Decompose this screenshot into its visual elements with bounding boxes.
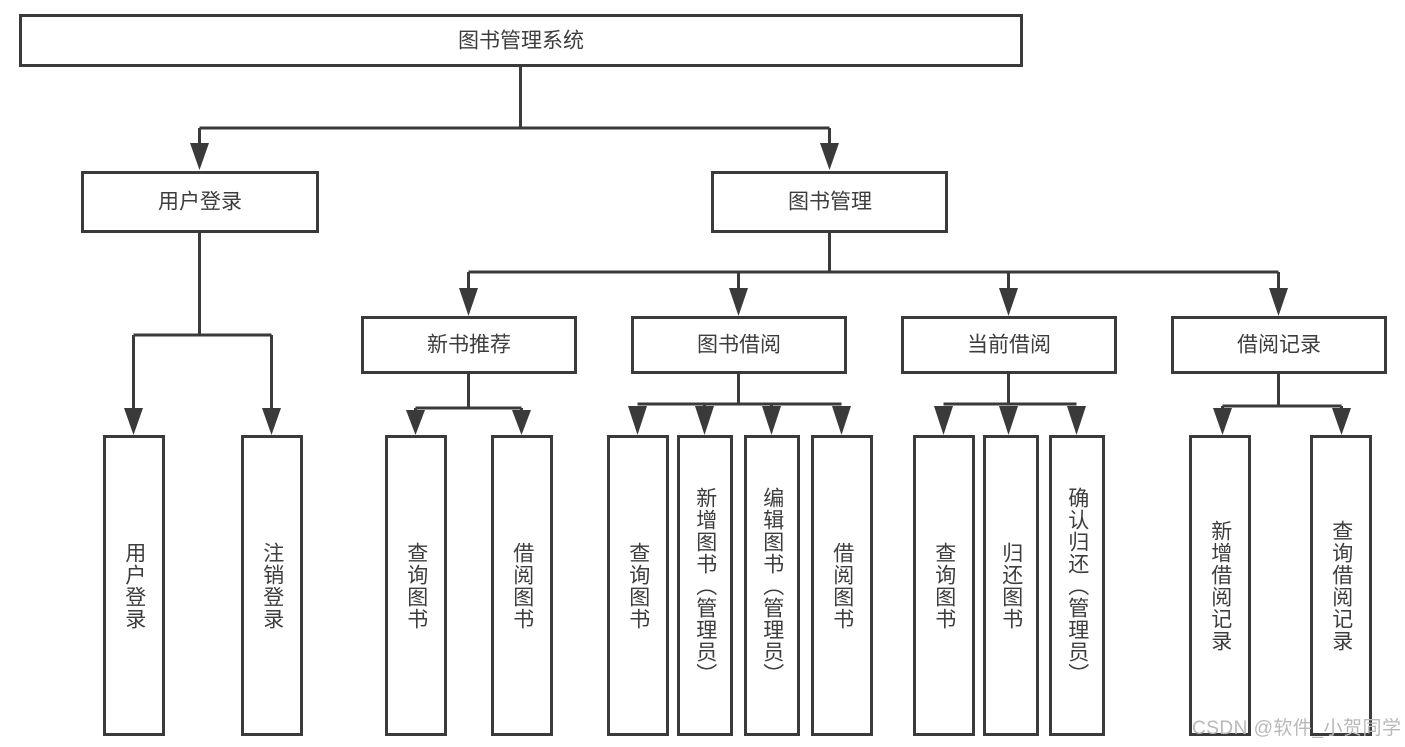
arrow-head-current-borrow [999,288,1018,316]
node-current-borrow-box[interactable] [901,316,1117,374]
node-book-management-label: 图书管理 [788,191,872,214]
csdn-watermark: CSDN @软件_小贺同学 [1192,718,1402,739]
node-layer: 图书管理系统 用户登录 图书管理 新书推荐 图书借阅 当前借阅 借阅记录 [19,14,1387,736]
arrow-head-book-borrow [729,288,748,316]
arrow-head-leaf-return-book [999,406,1018,435]
node-leaf-logout-login-box[interactable] [241,435,303,736]
node-borrow-record-box[interactable] [1171,316,1387,374]
node-leaf-confirm-return-box[interactable] [1049,435,1105,736]
node-new-book-recommend-box[interactable] [361,316,577,374]
arrow-head-leaf-add-book [695,406,714,435]
node-book-management-box[interactable] [711,171,948,233]
node-current-borrow-label: 当前借阅 [967,334,1051,357]
arrow-head-user-login [190,143,209,170]
arrow-head-leaf-logout-login [262,408,281,435]
node-leaf-add-record-box[interactable] [1189,435,1251,736]
arrow-head-leaf-borrow-book-2 [832,406,851,435]
node-leaf-add-book-box[interactable] [677,435,733,736]
node-leaf-return-book-box[interactable] [983,435,1039,736]
arrow-head-leaf-query-book-1 [406,410,425,435]
node-user-login-box[interactable] [81,171,319,233]
node-new-book-recommend-label: 新书推荐 [427,334,511,357]
connector-layer [124,66,1351,435]
node-root-box[interactable] [19,14,1023,67]
node-leaf-borrow-book-2-box[interactable] [811,435,873,736]
node-leaf-user-login-box[interactable] [103,435,165,736]
arrow-head-leaf-query-record [1332,408,1351,435]
node-root-label: 图书管理系统 [458,30,584,53]
node-borrow-record-label: 借阅记录 [1237,334,1321,357]
node-book-borrow-box[interactable] [631,316,847,374]
arrow-head-leaf-confirm-return [1067,406,1086,435]
arrow-head-leaf-borrow-book-1 [512,410,531,435]
arrow-head-borrow-record [1269,288,1288,316]
arrow-head-leaf-user-login [124,408,143,435]
node-leaf-edit-book-box[interactable] [744,435,800,736]
node-leaf-query-book-1-box[interactable] [385,435,447,736]
arrow-head-book-management [820,143,839,170]
node-leaf-query-book-3-box[interactable] [913,435,975,736]
arrow-head-new-book-recommend [459,288,478,316]
node-user-login-label: 用户登录 [158,191,242,214]
node-book-borrow-label: 图书借阅 [697,334,781,357]
arrow-head-leaf-query-book-2 [628,406,647,435]
node-leaf-query-record-box[interactable] [1310,435,1372,736]
node-leaf-query-book-2-box[interactable] [607,435,669,736]
arrow-head-leaf-add-record [1213,408,1232,435]
node-leaf-borrow-book-1-box[interactable] [491,435,553,736]
arrow-head-leaf-query-book-3 [934,406,953,435]
arrow-head-leaf-edit-book [762,406,781,435]
